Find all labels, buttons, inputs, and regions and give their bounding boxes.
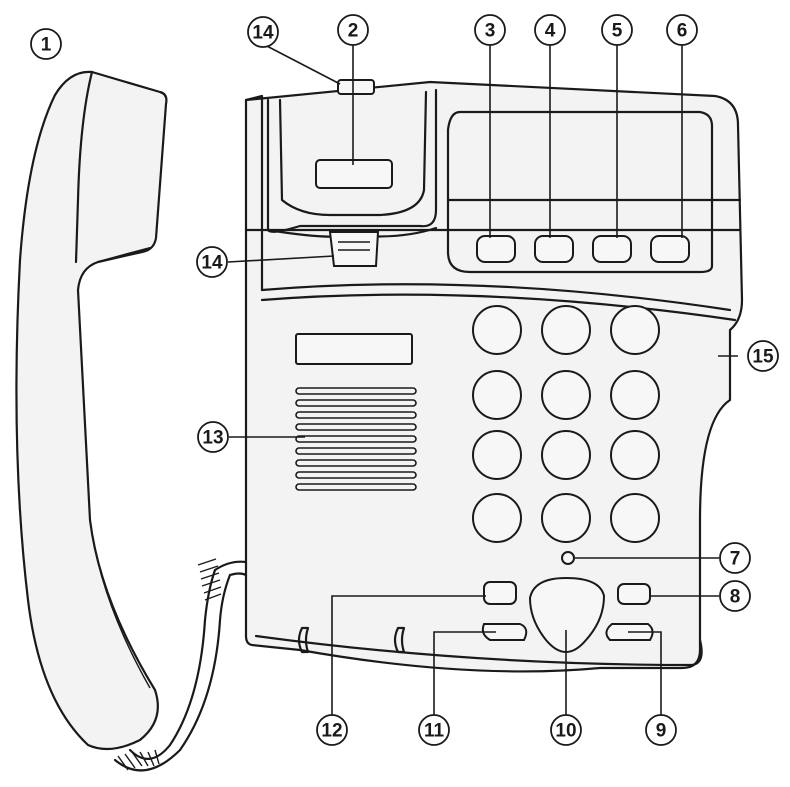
memory-keys [476,235,690,263]
keypad [472,305,660,543]
right-function-key[interactable] [617,583,651,605]
keypad-key[interactable] [472,430,522,480]
lower-left-key[interactable] [481,623,528,641]
keypad-key[interactable] [610,305,660,355]
keypad-key[interactable] [541,370,591,420]
keypad-key[interactable] [610,370,660,420]
callout-5: 5 [601,14,633,46]
callout-12-label: 12 [321,721,342,742]
callout-7: 7 [719,542,751,574]
memory-key-1[interactable] [476,235,516,263]
memory-key-3[interactable] [592,235,632,263]
callout-4-label: 4 [545,21,556,42]
callout-6-label: 6 [677,21,688,42]
keypad-key[interactable] [610,430,660,480]
memory-key-2[interactable] [534,235,574,263]
handset-cord [113,558,248,772]
callout-13-label: 13 [202,428,223,449]
left-function-key[interactable] [483,581,517,605]
display-panel [446,110,742,274]
keypad-key[interactable] [610,493,660,543]
callout-3: 3 [474,14,506,46]
keypad-key[interactable] [472,493,522,543]
callout-5-label: 5 [612,21,623,42]
callout-7-label: 7 [730,549,741,570]
callout-14-top-label: 14 [252,23,274,44]
callout-15: 15 [747,340,779,372]
cord-slot-left [297,626,310,654]
keypad-key[interactable] [472,305,522,355]
label-strip [295,333,413,365]
callout-12: 12 [316,714,348,746]
callout-11-label: 11 [424,721,445,742]
handset [15,70,168,751]
callout-1: 1 [30,28,62,60]
message-window [315,159,393,189]
hook-tab[interactable] [328,231,380,267]
callout-14-bottom-label: 14 [201,253,223,274]
keypad-key[interactable] [541,493,591,543]
indicator-led [561,551,575,565]
callout-3-label: 3 [485,21,496,42]
callout-8-label: 8 [730,587,741,608]
callout-1-label: 1 [41,35,52,56]
callout-2: 2 [337,14,369,46]
callout-9-label: 9 [656,721,667,742]
hook-switch-top[interactable] [337,79,375,95]
callout-2-label: 2 [348,21,359,42]
callout-6: 6 [666,14,698,46]
cord-slot-right [393,626,406,654]
keypad-key[interactable] [541,430,591,480]
speaker-grille [295,387,417,491]
callout-11: 11 [418,714,450,746]
callout-9: 9 [645,714,677,746]
callout-13: 13 [197,421,229,453]
callout-10-label: 10 [555,721,576,742]
callout-10: 10 [550,714,582,746]
callout-14-top: 14 [247,16,279,48]
keypad-key[interactable] [472,370,522,420]
callout-8: 8 [719,580,751,612]
callout-14-bottom: 14 [196,246,228,278]
keypad-key[interactable] [541,305,591,355]
memory-key-4[interactable] [650,235,690,263]
leader-lines [227,43,738,716]
callout-4: 4 [534,14,566,46]
callout-15-label: 15 [752,347,774,368]
